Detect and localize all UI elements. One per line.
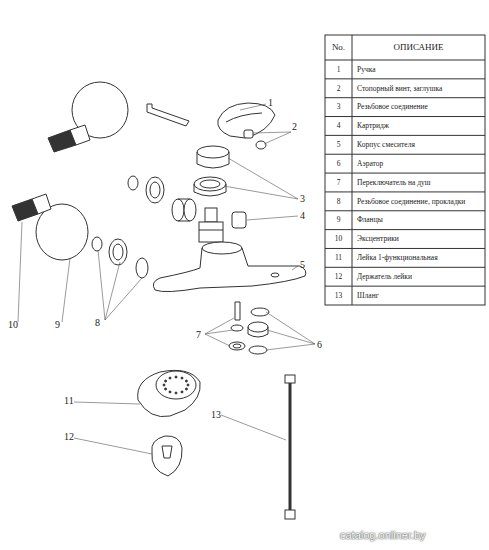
table-number: 3	[337, 103, 341, 111]
table-number: 2	[337, 85, 341, 93]
table-description: Картридж	[357, 122, 389, 130]
table-number: 1	[337, 66, 341, 74]
callout-number: 11	[64, 396, 74, 406]
callout-number: 2	[292, 122, 297, 132]
table-description: Резьбовое соединение, прокладки	[357, 198, 465, 206]
table-description: Переключатель на душ	[357, 179, 431, 187]
table-number: 11	[335, 254, 342, 262]
table-description: Эксцентрики	[357, 235, 399, 243]
callout-number: 4	[300, 211, 305, 221]
table-description: Лейка 1-функциональная	[357, 254, 438, 262]
table-description: Аэратор	[357, 160, 383, 168]
callout-number: 7	[196, 330, 201, 340]
table-description: Шланг	[357, 292, 379, 300]
table-number: 10	[335, 235, 343, 243]
table-description: Держатель лейки	[357, 273, 412, 281]
table-header: ОПИСАНИЕ	[393, 43, 443, 52]
table-number: 4	[337, 122, 341, 130]
table-description: Фланцы	[357, 216, 383, 224]
callout-number: 6	[317, 340, 322, 350]
table-description: Стопорный винт, заглушка	[357, 85, 442, 93]
callout-number: 9	[55, 320, 60, 330]
callout-number: 1	[268, 98, 273, 108]
callout-number: 5	[300, 260, 305, 270]
table-number: 6	[337, 160, 341, 168]
table-description: Ручка	[357, 66, 376, 74]
callout-number: 12	[64, 432, 74, 442]
callout-number: 13	[211, 410, 221, 420]
table-description: Корпус смесителя	[357, 141, 415, 149]
callout-number: 3	[300, 194, 305, 204]
table-number: 13	[335, 292, 343, 300]
table-number: 7	[337, 179, 341, 187]
watermark: catalog.onliner.by	[340, 530, 426, 541]
table-number: 5	[337, 141, 341, 149]
table-number: 9	[337, 216, 341, 224]
callout-number: 10	[8, 320, 18, 330]
callout-number: 8	[95, 318, 100, 328]
table-number: 12	[335, 273, 343, 281]
table-header: No.	[332, 43, 345, 52]
table-number: 8	[337, 198, 341, 206]
table-description: Резьбовое соединение	[357, 103, 428, 111]
